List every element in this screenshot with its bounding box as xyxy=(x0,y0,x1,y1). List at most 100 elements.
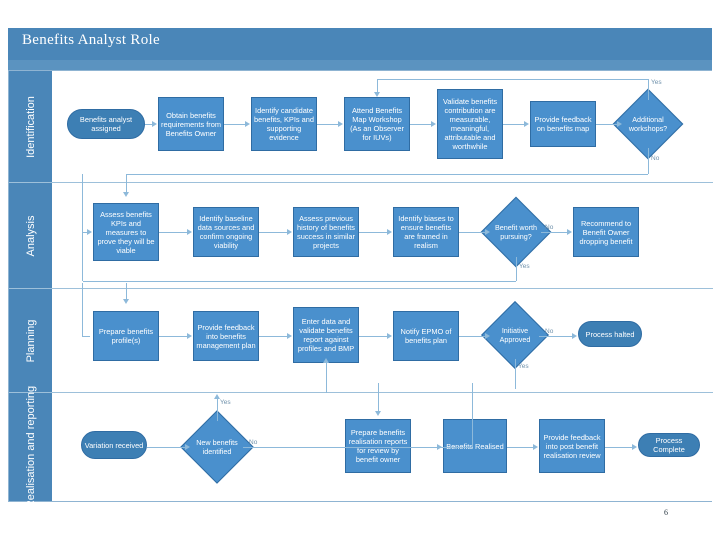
page-number: 6 xyxy=(664,508,668,517)
edge-label-d4-no: No xyxy=(249,439,258,446)
arrowhead xyxy=(323,358,329,363)
edge-d1-no-left xyxy=(126,174,648,175)
node-identify-baseline-data-sources[interactable]: Identify baseline data sources and confi… xyxy=(193,207,259,257)
arrowhead xyxy=(485,333,490,339)
node-variation-received[interactable]: Variation received xyxy=(81,431,147,459)
edge-into-n7 xyxy=(126,174,127,192)
edge-d2-no xyxy=(541,232,567,233)
edge-n18-n19 xyxy=(411,447,437,448)
node-obtain-benefits-requirements[interactable]: Obtain benefits requirements from Benefi… xyxy=(158,97,224,151)
arrowhead xyxy=(567,229,572,235)
edge-up-into-n14 xyxy=(326,363,327,393)
edge-d1-yes-down xyxy=(377,79,378,94)
node-recommend-dropping-benefit[interactable]: Recommend to Benefit Owner dropping bene… xyxy=(573,207,639,257)
lane-body-analysis: Assess benefits KPIs and measures to pro… xyxy=(53,174,713,288)
arrowhead xyxy=(524,121,529,127)
arrowhead xyxy=(374,92,380,97)
node-process-halted[interactable]: Process halted xyxy=(578,321,642,347)
edge-d1-yes-left xyxy=(377,79,648,80)
edge-n17-d4 xyxy=(147,447,185,448)
swimlane-realisation: Realisation and reporting Variation rece… xyxy=(9,383,713,508)
node-notify-epmo[interactable]: Notify EPMO of benefits plan xyxy=(393,311,459,361)
decision-new-benefits-identified[interactable]: New benefits identified xyxy=(180,410,254,484)
node-prepare-benefits-profiles[interactable]: Prepare benefits profile(s) xyxy=(93,311,159,361)
edge-n15-d3 xyxy=(459,336,485,337)
edge-n14-n15 xyxy=(359,336,387,337)
node-benefits-realised[interactable]: Benefits Realised xyxy=(443,419,507,473)
decision-benefit-worth-pursuing[interactable]: Benefit worth pursuing? xyxy=(480,196,552,268)
node-validate-benefits-contribution[interactable]: Validate benefits contribution are measu… xyxy=(437,89,503,159)
edge-label-d1-yes: Yes xyxy=(651,79,662,86)
lane-label-planning: Planning xyxy=(24,319,37,362)
edge-into-n12 xyxy=(126,283,127,299)
node-provide-feedback-bmp[interactable]: Provide feedback into benefits managemen… xyxy=(193,311,259,361)
edge-n1-n2 xyxy=(145,124,153,125)
arrowhead xyxy=(572,333,577,339)
edge-into-n18 xyxy=(378,383,379,411)
arrowhead xyxy=(437,444,442,450)
edge-label-d2-yes: Yes xyxy=(519,263,530,270)
arrowhead xyxy=(533,444,538,450)
arrowhead xyxy=(185,444,190,450)
edge-n13-n14 xyxy=(259,336,287,337)
node-benefits-analyst-assigned[interactable]: Benefits analyst assigned xyxy=(67,109,145,139)
edge-n10-d2 xyxy=(459,232,485,233)
edge-n3-n4 xyxy=(317,124,338,125)
lane-body-identification: Benefits analyst assigned Obtain benefit… xyxy=(53,71,713,182)
edge-n12-n13 xyxy=(159,336,187,337)
arrowhead xyxy=(431,121,436,127)
edge-n9-n10 xyxy=(359,232,387,233)
arrowhead xyxy=(187,333,192,339)
arrowhead xyxy=(287,333,292,339)
arrowhead xyxy=(214,394,220,399)
edge-n2-n3 xyxy=(224,124,245,125)
edge-label-d4-yes: Yes xyxy=(220,399,231,406)
edge-d4-no-up xyxy=(472,383,473,447)
edge-d1-yes-up xyxy=(648,79,649,100)
node-identify-biases[interactable]: Identify biases to ensure benefits are f… xyxy=(393,207,459,257)
node-assess-benefits-kpis[interactable]: Assess benefits KPIs and measures to pro… xyxy=(93,203,159,261)
arrowhead xyxy=(123,299,129,304)
edge-label-d3-yes: Yes xyxy=(518,363,529,370)
swimlane-analysis: Analysis Assess benefits KPIs and measur… xyxy=(9,174,713,289)
arrowhead xyxy=(338,121,343,127)
swimlane-identification: Identification Benefits analyst assigned… xyxy=(9,71,713,183)
node-provide-feedback-post-review[interactable]: Provide feedback into post benefit reali… xyxy=(539,419,605,473)
arrowhead xyxy=(387,333,392,339)
node-attend-benefits-map-workshop[interactable]: Attend Benefits Map Workshop (As an Obse… xyxy=(344,97,410,151)
edge-d4-yes-up xyxy=(217,399,218,421)
decision-additional-workshops[interactable]: Additional workshops? xyxy=(612,88,684,160)
edge-d2-yes-down xyxy=(516,257,517,281)
edge-label-d1-no: No xyxy=(651,155,660,162)
diagram-frame: Identification Benefits analyst assigned… xyxy=(8,70,713,508)
header-accent-bar xyxy=(8,60,712,70)
node-assess-previous-history[interactable]: Assess previous history of benefits succ… xyxy=(293,207,359,257)
node-process-complete[interactable]: Process Complete xyxy=(638,433,700,457)
edge-n19-n20 xyxy=(507,447,533,448)
edge-n4-n5 xyxy=(410,124,431,125)
lane-header-realisation: Realisation and reporting xyxy=(9,386,53,508)
edge-rail-to-n12 xyxy=(82,336,90,337)
edge-d2-yes-left xyxy=(83,281,516,282)
lane-header-planning: Planning xyxy=(9,289,53,392)
node-prepare-realisation-reports[interactable]: Prepare benefits realisation reports for… xyxy=(345,419,411,473)
arrowhead xyxy=(617,121,622,127)
lane-body-planning: Prepare benefits profile(s) Provide feed… xyxy=(53,283,713,393)
arrowhead xyxy=(375,411,381,416)
arrowhead xyxy=(187,229,192,235)
edge-d4-no-right xyxy=(243,447,472,448)
edge-n20-n21 xyxy=(605,447,632,448)
edge-n8-n9 xyxy=(259,232,287,233)
lane-label-realisation: Realisation and reporting xyxy=(24,385,37,509)
node-identify-candidate-benefits[interactable]: Identify candidate benefits, KPIs and su… xyxy=(251,97,317,151)
node-provide-feedback-benefits-map[interactable]: Provide feedback on benefits map xyxy=(530,101,596,147)
edge-d3-no xyxy=(539,336,572,337)
node-enter-data-validate-report[interactable]: Enter data and validate benefits report … xyxy=(293,307,359,363)
decision-initiative-approved[interactable]: Initiative Approved xyxy=(481,301,549,369)
edge-label-d3-no: No xyxy=(545,328,554,335)
edge-n5-n6 xyxy=(503,124,524,125)
arrowhead xyxy=(387,229,392,235)
lane-header-analysis: Analysis xyxy=(9,183,53,288)
lane-header-identification: Identification xyxy=(9,71,53,182)
arrowhead xyxy=(123,192,129,197)
